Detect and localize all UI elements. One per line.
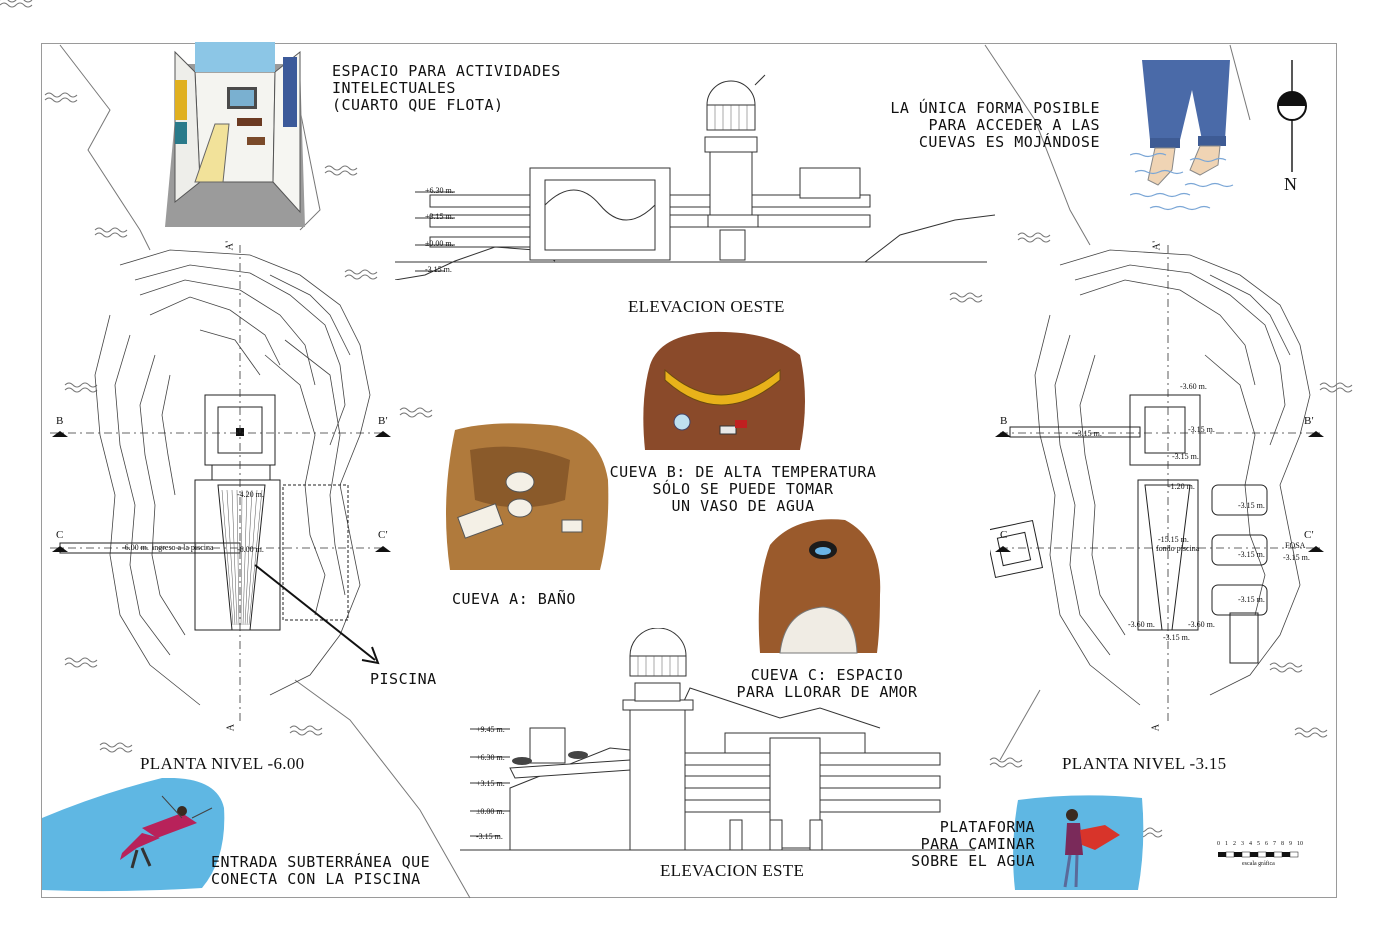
plan-right-title: PLANTA NIVEL -3.15	[1062, 754, 1227, 773]
scale-bar-tick: 6	[1265, 841, 1268, 847]
plan-right-bottom-right: -3.60 m.	[1188, 620, 1215, 629]
scale-bar-tick: 8	[1281, 841, 1284, 847]
plan-right-core-right: -3.15 m.	[1172, 452, 1199, 461]
plan-right-section-b: B	[1000, 415, 1008, 427]
east-level-5: -3.15 m.	[476, 832, 503, 841]
north-label: N	[1284, 174, 1298, 194]
east-level-1: +9.45 m.	[476, 725, 505, 734]
scale-bar-tick: 7	[1273, 841, 1276, 847]
cave-c-sketch	[758, 519, 881, 654]
platform-walker-sketch	[1013, 795, 1144, 890]
plan-left-title: PLANTA NIVEL -6.00	[140, 754, 305, 773]
cave-a-note: CUEVA A: BAÑO	[452, 590, 576, 608]
scale-bar-tick: 2	[1233, 841, 1236, 847]
plan-right-fosa: FOSA	[1285, 541, 1306, 550]
plan-right-bottom-left: -3.60 m.	[1128, 620, 1155, 629]
scale-bar-tick: 0	[1217, 841, 1220, 847]
west-elevation-drawing	[395, 74, 995, 280]
west-level-4: -3.15 m.	[425, 265, 452, 274]
plan-left-section-b-prime: B'	[378, 415, 388, 427]
east-level-2: +6.30 m.	[476, 753, 505, 762]
wet-legs-sketch	[1130, 60, 1234, 211]
plan-left-drawing	[50, 245, 391, 725]
plan-right-cave-2: -3.15 m.	[1238, 550, 1265, 559]
platform-note: PLATAFORMA PARA CAMINAR SOBRE EL AGUA	[911, 818, 1035, 870]
west-elevation-title: ELEVACION OESTE	[628, 297, 785, 316]
plan-left-section-c: C	[56, 529, 64, 541]
plan-left-pool-top: -4.20 m.	[237, 490, 264, 499]
scale-bar-tick: 5	[1257, 841, 1260, 847]
plan-right-pool-top: -1.20 m.	[1168, 482, 1195, 491]
wet-access-note: LA ÚNICA FORMA POSIBLE PARA ACCEDER A LA…	[890, 99, 1100, 151]
east-elevation-drawing	[460, 628, 975, 851]
east-level-4: ±0.00 m.	[476, 807, 505, 816]
plan-right-corridor: -3.15 m.	[1075, 429, 1102, 438]
plan-right-section-b-prime: B'	[1304, 415, 1314, 427]
plan-left-section-c-prime: C'	[378, 529, 388, 541]
plan-right-cave-3: -3.15 m.	[1238, 595, 1265, 604]
west-level-2: +3.15 m.	[425, 212, 454, 221]
drawing-sheet-frame	[41, 43, 1337, 898]
underground-entry-note: ENTRADA SUBTERRÁNEA QUE CONECTA CON LA P…	[211, 853, 431, 888]
plan-left-pool-mid: -6.00 m.	[237, 545, 264, 554]
west-level-3: ±0.00 m.	[425, 239, 454, 248]
scale-bar-tick: 3	[1241, 841, 1244, 847]
plan-right-section-a: A	[1150, 723, 1162, 732]
scale-bar-tick: 10	[1297, 841, 1303, 847]
west-level-1: +6.30 m.	[425, 186, 454, 195]
scale-bar-graphic	[1218, 851, 1299, 858]
floating-room-sketch	[165, 42, 305, 227]
cave-b-sketch	[643, 331, 805, 450]
scale-bar-label: escala gráfica	[1242, 861, 1275, 867]
plan-right-pool-bottom-text: fondo piscina	[1156, 544, 1200, 553]
cave-c-note: CUEVA C: ESPACIO PARA LLORAR DE AMOR	[736, 666, 918, 701]
plan-right-section-c: C	[1000, 529, 1008, 541]
plan-right-top: -3.60 m.	[1180, 382, 1207, 391]
swimmer-sketch	[42, 778, 225, 892]
plan-right-drawing	[990, 245, 1324, 725]
cave-a-sketch	[446, 423, 609, 570]
plan-left-corridor-text: ingreso a la piscina	[152, 543, 214, 552]
plan-right-cave-1: -3.15 m.	[1238, 501, 1265, 510]
north-arrow-icon[interactable]	[1272, 60, 1312, 180]
cave-b-note: CUEVA B: DE ALTA TEMPERATURA SÓLO SE PUE…	[609, 463, 877, 515]
plan-right-core: -3.15 m.	[1188, 425, 1215, 434]
pool-label: PISCINA	[370, 670, 437, 688]
plan-right-section-a-prime: A'	[1151, 240, 1163, 251]
scale-bar-tick: 9	[1289, 841, 1292, 847]
plan-left-section-a-prime: A'	[224, 240, 236, 251]
plan-right-pool-depth: -15.15 m.	[1158, 535, 1189, 544]
intellectual-space-note: ESPACIO PARA ACTIVIDADES INTELECTUALES (…	[332, 62, 561, 114]
plan-right-section-c-prime: C'	[1304, 529, 1314, 541]
east-elevation-title: ELEVACION ESTE	[660, 861, 805, 880]
plan-right-fosa-level: -3.15 m.	[1283, 553, 1310, 562]
east-level-3: +3.15 m.	[476, 779, 505, 788]
scale-bar-tick: 4	[1249, 841, 1252, 847]
plan-right-bottom-center: -3.15 m.	[1163, 633, 1190, 642]
plan-left-section-b: B	[56, 415, 64, 427]
plan-left-corridor-level: -6.00 m.	[122, 543, 149, 552]
scale-bar-tick: 1	[1225, 841, 1228, 847]
plan-left-section-a: A	[225, 723, 237, 732]
